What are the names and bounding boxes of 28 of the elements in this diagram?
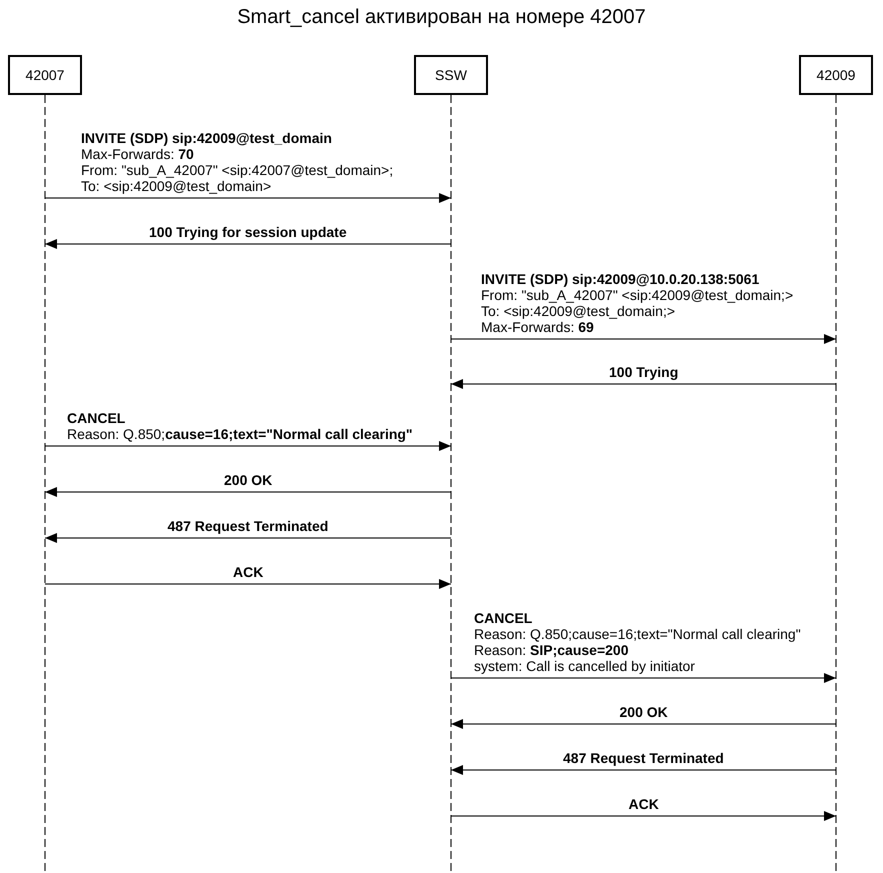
message-label: CANCEL Reason: Q.850;cause=16;text="Normal call clearing" Reason: SIP;cause=200 system: Call is cancelled by initiator — [474, 610, 801, 674]
message-label: 487 Request Terminated — [168, 518, 328, 534]
participant-box: 42009 — [799, 55, 873, 95]
message-label: INVITE (SDP) sip:42009@10.0.20.138:5061 From: "sub_A_42007" <sip:42009@test_domain;> To: <sip:42009@test_domain;> Max-Forwards: 69 — [481, 271, 794, 335]
message-label: CANCEL Reason: Q.850;cause=16;text="Normal call clearing" — [67, 410, 413, 442]
message-label: 487 Request Terminated — [563, 750, 724, 766]
message-arrow — [44, 441, 452, 451]
participant-box: 42007 — [8, 55, 82, 95]
message-arrow — [450, 379, 836, 389]
message-arrow — [450, 673, 836, 683]
message-label: 100 Trying for session update — [149, 224, 347, 240]
message-arrow — [450, 719, 836, 729]
message-label: ACK — [233, 564, 264, 580]
diagram-title: Smart_cancel активирован на номере 42007 — [236, 6, 647, 29]
participant-box: SSW — [414, 55, 488, 95]
message-arrow — [44, 487, 452, 497]
message-arrow — [44, 193, 452, 203]
message-arrow — [450, 765, 836, 775]
message-arrow — [44, 239, 452, 249]
message-arrow — [44, 533, 452, 543]
message-arrow — [44, 579, 452, 589]
message-label: 200 OK — [224, 472, 272, 488]
message-label: INVITE (SDP) sip:42009@test_domain Max-Forwards: 70 From: "sub_A_42007" <sip:42007@test_domain>; To: <sip:42009@test_domain> — [81, 130, 394, 194]
message-arrow — [450, 334, 836, 344]
message-label: 200 OK — [620, 704, 668, 720]
message-label: 100 Trying — [609, 364, 678, 380]
message-label: ACK — [628, 796, 659, 812]
message-arrow — [450, 811, 836, 821]
